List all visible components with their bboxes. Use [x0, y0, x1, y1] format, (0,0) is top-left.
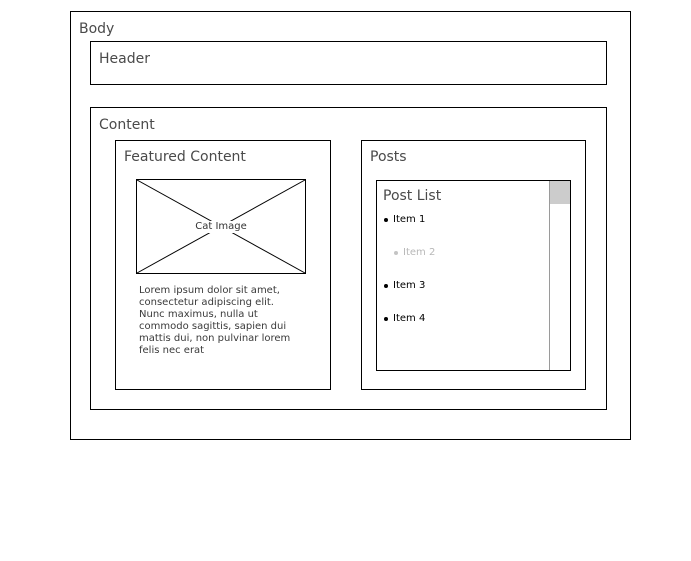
header-frame: Header — [90, 41, 607, 85]
posts-label: Posts — [370, 149, 407, 165]
header-label: Header — [99, 51, 150, 67]
vertical-scrollbar-thumb[interactable] — [550, 181, 570, 204]
post-list-label: Post List — [383, 188, 442, 204]
list-item[interactable]: Item 1 — [383, 214, 543, 226]
content-label: Content — [99, 117, 155, 133]
featured-paragraph: Lorem ipsum dolor sit amet, consectetur … — [139, 285, 291, 356]
vertical-scrollbar-track[interactable] — [549, 181, 570, 370]
post-list-panel[interactable]: Post List Item 1 Item 2 Item 3 Item 4 — [376, 180, 571, 371]
list-item: Item 2 — [383, 247, 543, 259]
cat-image-caption-wrap: Cat Image — [137, 220, 305, 233]
featured-content-panel: Featured Content Cat Image Lorem ipsum d… — [115, 140, 331, 390]
list-item[interactable]: Item 3 — [383, 280, 543, 292]
post-list: Item 1 Item 2 Item 3 Item 4 — [383, 214, 543, 346]
list-item[interactable]: Item 4 — [383, 313, 543, 325]
cat-image-placeholder: Cat Image — [136, 179, 306, 274]
featured-content-label: Featured Content — [124, 149, 246, 165]
cat-image-caption: Cat Image — [193, 220, 249, 232]
body-frame-label: Body — [79, 21, 115, 37]
